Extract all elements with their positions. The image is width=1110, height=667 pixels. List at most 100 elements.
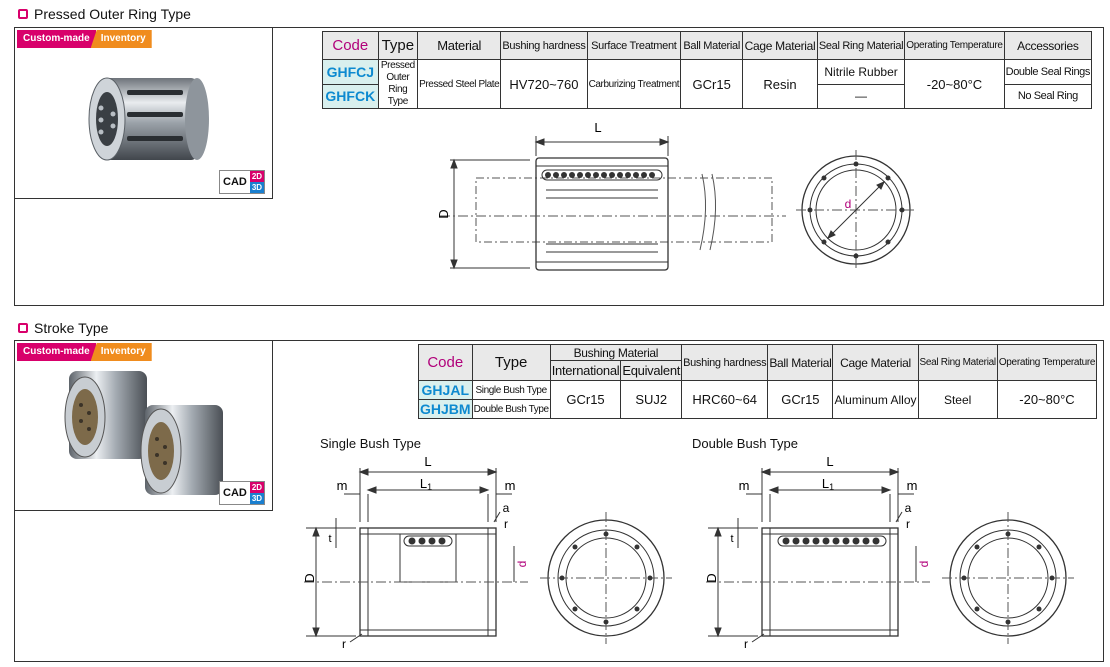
section2-product-box: Custom-made Inventory CAD 2D 3D [14,340,273,511]
header-code: Code [418,344,473,381]
accessories-cell-2: No Seal Ring [1003,83,1093,109]
double-r-bottom-label: r [744,637,748,651]
section2-title-text: Stroke Type [34,320,109,336]
single-a-label: a [503,501,510,515]
cad-3d[interactable]: 3D [249,182,265,193]
cad-dims: 2D 3D [249,171,265,193]
single-L1-label: L1 [420,476,432,492]
single-L1-sub: 1 [427,482,432,492]
header-seal: Seal Ring Material [816,31,906,60]
section2-title: Stroke Type [18,320,108,336]
material-cell: Pressed Steel Plate [417,59,502,109]
cage-cell: Aluminum Alloy [832,380,919,419]
table-header-row: International Equivalent [419,360,1097,381]
type-cell-2: Double Bush Type [471,399,551,419]
header-accessories: Accessories [1003,31,1093,60]
custom-made-badge[interactable]: Custom-made [17,30,96,48]
header-bushing-material: Bushing Material [549,344,683,361]
hardness-cell: HRC60~64 [681,380,769,419]
equivalent-cell: SUJ2 [620,380,683,419]
section1-drawing: L D d [436,120,916,271]
code-cell-ghfck[interactable]: GHFCK [322,83,379,109]
cad-label: CAD [223,487,247,499]
section1-product-box: Custom-made Inventory CAD 2D 3D [14,27,273,199]
header-ball: Ball Material [680,31,744,60]
cad-3d[interactable]: 3D [249,493,265,504]
international-cell: GCr15 [549,380,622,419]
accessories-cell-1: Double Seal Rings [1003,59,1093,85]
type-cell: Pressed Outer Ring Type [377,59,419,109]
double-r-top-label: r [906,517,910,531]
section1-title: Pressed Outer Ring Type [18,6,191,22]
header-code: Code [322,31,379,60]
section1-badges: Custom-made Inventory [17,30,152,48]
header-ball: Ball Material [767,344,834,381]
table-header-row: Code Type Bushing Material Bushing hardn… [418,344,1098,381]
drawing1-D-label: D [436,209,451,218]
header-cage: Cage Material [832,344,919,381]
table-header-row: Code Type Material Bushing hardness Surf… [322,31,1093,60]
single-L1-main: L [420,476,427,491]
code-cell-ghfcj[interactable]: GHFCJ [322,59,379,85]
single-bush-drawing: L L1 m m a r r t D d [302,454,672,651]
cad-2d[interactable]: 2D [249,171,265,182]
header-surface: Surface Treatment [586,31,682,60]
single-r-bottom-label: r [342,637,346,651]
cad-2d[interactable]: 2D [249,482,265,493]
section1-cad-badge[interactable]: CAD 2D 3D [219,170,266,194]
seal-cell-2: — [816,83,906,109]
double-m-left-label: m [739,478,750,493]
double-d-label: d [917,561,931,568]
single-bush-title: Single Bush Type [320,436,421,451]
double-L-label: L [826,454,833,469]
hardness-cell: HV720~760 [500,59,588,109]
cage-cell: Resin [742,59,818,109]
single-d-label: d [515,561,529,568]
inventory-badge[interactable]: Inventory [90,30,152,48]
double-t-label: t [730,533,733,545]
double-D-label: D [704,573,719,582]
cad-dims: 2D 3D [249,482,265,504]
code-cell-ghjbm[interactable]: GHJBM [418,399,473,419]
code-cell-ghjal[interactable]: GHJAL [418,380,473,400]
table-row: GHFCJ Pressed Outer Ring Type Pressed St… [322,59,1093,109]
seal-cell: Steel [917,380,998,419]
section1-spec-table: Code Type Material Bushing hardness Surf… [322,31,1093,109]
single-L-label: L [424,454,431,469]
single-m-right-label: m [505,478,516,493]
single-t-label: t [328,533,331,545]
table-row: GHJBM Double Bush Type [418,399,1097,419]
double-a-label: a [905,501,912,515]
type-cell-1: Single Bush Type [471,380,551,400]
drawing1-d-label: d [845,197,852,211]
double-L1-label: L1 [822,476,834,492]
header-hardness: Bushing hardness [681,344,769,381]
double-L1-sub: 1 [829,482,834,492]
header-type: Type [471,344,551,381]
table-row: GHJAL Single Bush Type GCr15 SUJ2 HRC60~… [418,380,1098,419]
header-hardness: Bushing hardness [500,31,588,60]
ball-cell: GCr15 [767,380,834,419]
table-row: GHFCK — No Seal Ring [322,83,1093,109]
cad-label: CAD [223,176,247,188]
header-material: Material [417,31,502,60]
single-m-left-label: m [337,478,348,493]
custom-made-badge[interactable]: Custom-made [17,343,96,361]
section-marker-icon [18,323,28,333]
ball-cell: GCr15 [680,59,744,109]
section1-title-text: Pressed Outer Ring Type [34,6,191,22]
header-temp: Operating Temperature [996,344,1098,381]
section2-spec-table: Code Type Bushing Material Bushing hardn… [418,344,1098,419]
section-marker-icon [18,9,28,19]
double-L1-main: L [822,476,829,491]
header-equivalent: Equivalent [620,360,683,381]
header-type: Type [377,31,419,60]
inventory-badge[interactable]: Inventory [90,343,152,361]
temp-cell: -20~80°C [904,59,1005,109]
temp-cell: -20~80°C [996,380,1098,419]
section2-cad-badge[interactable]: CAD 2D 3D [219,481,266,505]
double-m-right-label: m [907,478,918,493]
header-international: International [549,360,622,381]
section2-badges: Custom-made Inventory [17,343,152,361]
double-bush-title: Double Bush Type [692,436,798,451]
